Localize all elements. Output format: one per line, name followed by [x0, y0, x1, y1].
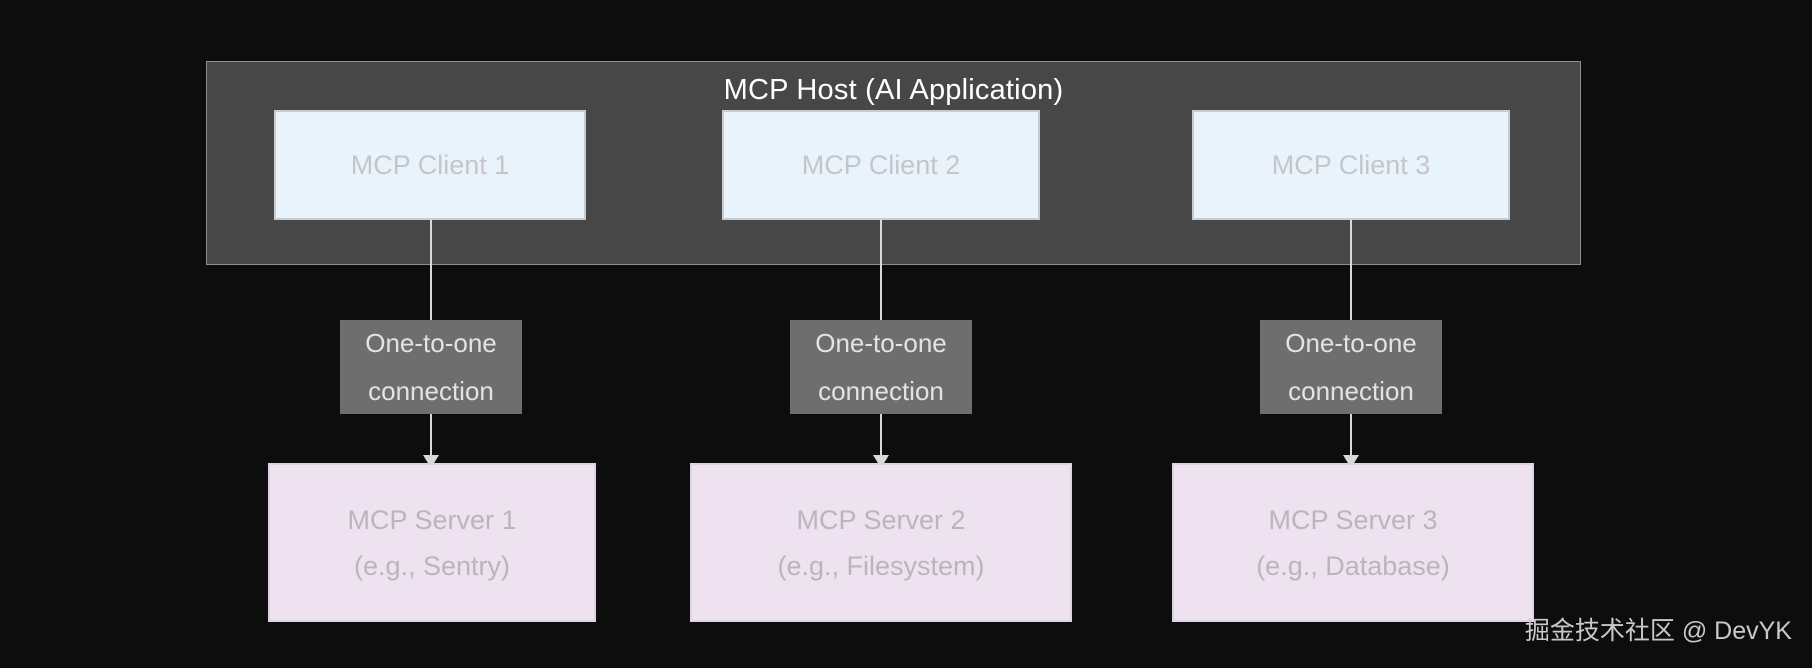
mcp-server-2-box[interactable]: MCP Server 2 (e.g., Filesystem) — [690, 463, 1072, 622]
mcp-client-2-label: MCP Client 2 — [801, 150, 961, 180]
mcp-server-3-label: MCP Server 3 — [1268, 504, 1438, 535]
connector-line-1-upper — [430, 220, 432, 320]
mcp-server-1-example: (e.g., Sentry) — [353, 550, 511, 581]
connector-line-1-lower — [430, 414, 432, 460]
mcp-client-1-box[interactable]: MCP Client 1 — [274, 110, 586, 220]
mcp-server-2-example: (e.g., Filesystem) — [777, 550, 985, 581]
connection-label-3-line2: connection — [1288, 376, 1414, 406]
connection-label-1-line1: One-to-one — [365, 328, 497, 358]
mcp-server-3-box[interactable]: MCP Server 3 (e.g., Database) — [1172, 463, 1534, 622]
mcp-server-3-example: (e.g., Database) — [1256, 550, 1450, 581]
connector-line-3-upper — [1350, 220, 1352, 320]
connector-line-3-lower — [1350, 414, 1352, 460]
mcp-client-2-box[interactable]: MCP Client 2 — [722, 110, 1040, 220]
connection-label-1-line2: connection — [368, 376, 494, 406]
connector-line-2-lower — [880, 414, 882, 460]
mcp-server-2-label: MCP Server 2 — [796, 504, 966, 535]
mcp-client-3-box[interactable]: MCP Client 3 — [1192, 110, 1510, 220]
mcp-server-1-label: MCP Server 1 — [347, 504, 517, 535]
connector-line-2-upper — [880, 220, 882, 320]
mcp-client-3-label: MCP Client 3 — [1271, 150, 1431, 180]
connection-label-3-line1: One-to-one — [1285, 328, 1417, 358]
connection-label-3: One-to-one connection — [1260, 320, 1442, 414]
watermark-text: 掘金技术社区 @ DevYK — [1524, 617, 1792, 645]
connection-label-2-line1: One-to-one — [815, 328, 947, 358]
connection-label-2: One-to-one connection — [790, 320, 972, 414]
mcp-client-1-label: MCP Client 1 — [350, 150, 510, 180]
mcp-server-1-box[interactable]: MCP Server 1 (e.g., Sentry) — [268, 463, 596, 622]
connection-label-2-line2: connection — [818, 376, 944, 406]
mcp-host-title: MCP Host (AI Application) — [723, 74, 1064, 106]
connection-label-1: One-to-one connection — [340, 320, 522, 414]
